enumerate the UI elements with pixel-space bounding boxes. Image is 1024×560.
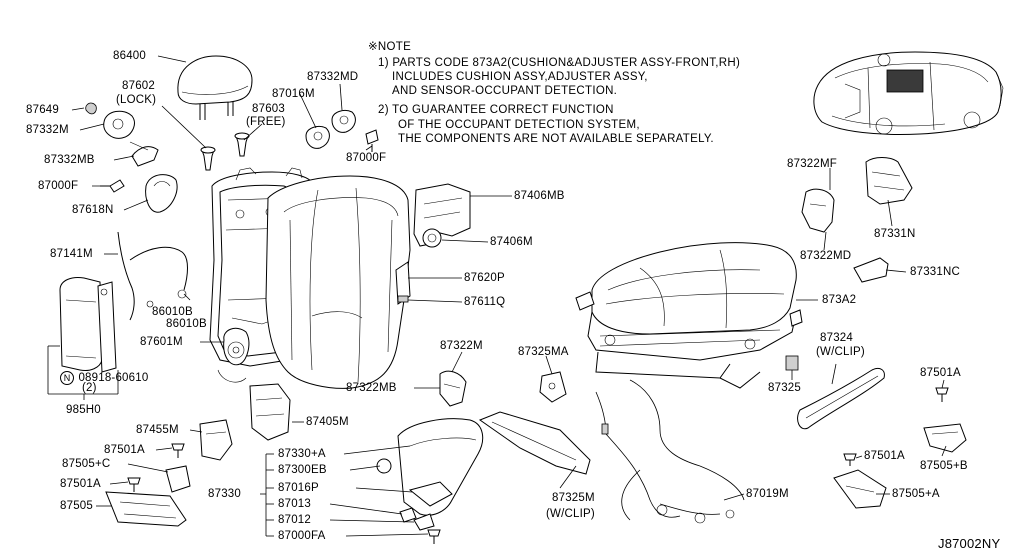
diagram-id: J87002NY xyxy=(938,536,1001,551)
part-label-87602-lock: (LOCK) xyxy=(116,94,157,106)
note-line-5: OF THE OCCUPANT DETECTION SYSTEM, xyxy=(398,119,640,131)
bolt-08918-label: N 08918-60610 xyxy=(60,369,149,385)
part-label-87322M: 87322M xyxy=(440,340,483,352)
part-label-87324-clip: (W/CLIP) xyxy=(816,346,865,358)
part-label-87501A-l2: 87501A xyxy=(60,478,101,490)
headrest-guides xyxy=(200,132,250,171)
part-label-87406M: 87406M xyxy=(490,236,533,248)
seat-wire-harness xyxy=(595,379,745,524)
part-label-87331N: 87331N xyxy=(874,228,916,240)
part-label-87016P: 87016P xyxy=(278,482,319,494)
part-label-86010B-a: 86010B xyxy=(152,306,193,318)
part-label-86010B-b: 86010B xyxy=(166,318,207,330)
part-label-08918-qty: (2) xyxy=(82,382,97,394)
part-label-87332MB: 87332MB xyxy=(44,154,95,166)
part-label-87620P: 87620P xyxy=(464,272,505,284)
upper-screws xyxy=(305,109,379,152)
note-line-4: 2) TO GUARANTEE CORRECT FUNCTION xyxy=(378,104,614,116)
part-label-87603-free: (FREE) xyxy=(246,116,286,128)
center-small-parts xyxy=(439,370,567,407)
part-label-87000F-top: 87000F xyxy=(346,152,387,164)
part-label-86400: 86400 xyxy=(113,50,146,62)
part-label-87505B: 87505+B xyxy=(920,460,968,472)
part-label-87141M: 87141M xyxy=(50,248,93,260)
recliner-cover xyxy=(413,183,471,248)
part-label-87603: 87603 xyxy=(252,103,285,115)
part-label-87300EB: 87300EB xyxy=(278,464,327,476)
clip-parts-upper-left xyxy=(85,102,178,213)
part-label-87501A-r1: 87501A xyxy=(920,367,961,379)
part-label-08918-60610: 08918-60610 xyxy=(78,371,149,384)
back-cable-and-side-airbag xyxy=(59,231,188,373)
part-label-87501A-r2: 87501A xyxy=(864,450,905,462)
note-line-6: THE COMPONENTS ARE NOT AVAILABLE SEPARAT… xyxy=(398,133,714,145)
part-label-87649: 87649 xyxy=(26,104,59,116)
part-label-87602: 87602 xyxy=(122,80,155,92)
part-label-87505A: 87505+A xyxy=(892,488,940,500)
part-label-87000FA: 87000FA xyxy=(278,530,326,542)
part-label-87601M: 87601M xyxy=(140,336,183,348)
note-heading: ※NOTE xyxy=(368,41,412,53)
part-label-87330: 87330 xyxy=(208,488,241,500)
part-label-87332MD: 87332MD xyxy=(307,71,359,83)
part-label-87331NC: 87331NC xyxy=(910,266,960,278)
part-label-87016M: 87016M xyxy=(272,88,315,100)
headrest-shape xyxy=(177,55,253,120)
right-trim-covers xyxy=(833,387,967,509)
part-label-87332M: 87332M xyxy=(26,124,69,136)
part-label-87324: 87324 xyxy=(820,332,853,344)
part-label-87322MD: 87322MD xyxy=(800,250,852,262)
cushion-side-trims xyxy=(801,157,913,283)
n-circle-icon: N xyxy=(60,370,74,385)
lower-cushion-cover xyxy=(478,411,591,475)
part-label-87505C: 87505+C xyxy=(62,458,111,470)
part-label-985H0: 985H0 xyxy=(66,404,101,416)
note-line-1: 1) PARTS CODE 873A2(CUSHION&ADJUSTER ASS… xyxy=(378,57,741,69)
car-top-view-icon xyxy=(813,51,1004,135)
leader-lines xyxy=(47,55,947,537)
note-line-3: AND SENSOR-OCCUPANT DETECTION. xyxy=(392,85,618,97)
part-label-87455M: 87455M xyxy=(136,424,179,436)
part-label-87000F-left: 87000F xyxy=(38,180,79,192)
left-trim-covers xyxy=(105,443,191,527)
part-label-87019M: 87019M xyxy=(746,488,789,500)
seat-cushion-assembly xyxy=(575,242,803,389)
part-label-87322MF: 87322MF xyxy=(787,158,837,170)
part-label-87325MA: 87325MA xyxy=(518,346,569,358)
part-label-87013: 87013 xyxy=(278,498,311,510)
part-label-87611Q: 87611Q xyxy=(464,296,506,308)
part-label-87325M-clip: (W/CLIP) xyxy=(546,508,595,520)
part-label-87406MB: 87406MB xyxy=(514,190,565,202)
part-label-87322MB: 87322MB xyxy=(346,382,397,394)
part-label-87325: 87325 xyxy=(768,382,801,394)
part-label-87012: 87012 xyxy=(278,514,311,526)
part-label-87325M: 87325M xyxy=(552,492,595,504)
lower-back-panels xyxy=(199,383,291,461)
note-line-2: INCLUDES CUSHION ASSY,ADJUSTER ASSY, xyxy=(392,71,648,83)
seat-side-finisher xyxy=(376,418,484,544)
seat-back-pad xyxy=(265,175,411,389)
part-label-87505: 87505 xyxy=(60,500,93,512)
part-label-87330A: 87330+A xyxy=(278,448,326,460)
part-label-87405M: 87405M xyxy=(306,416,349,428)
part-label-87501A-l1: 87501A xyxy=(104,444,145,456)
part-label-873A2: 873A2 xyxy=(822,294,857,306)
part-label-87618N: 87618N xyxy=(72,204,114,216)
